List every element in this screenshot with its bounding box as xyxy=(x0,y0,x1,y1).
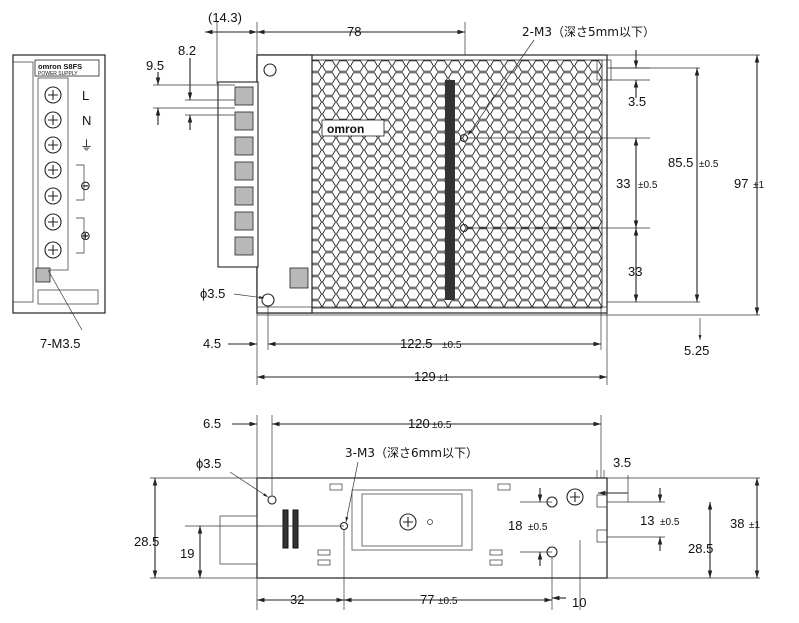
terminal-label-ground: ⏚ xyxy=(80,138,93,153)
side-m3-hole-top xyxy=(459,133,469,143)
terminal-screw xyxy=(44,111,62,129)
dim-120: 120 xyxy=(408,416,430,431)
side-led xyxy=(289,267,309,289)
terminal-screw xyxy=(44,187,62,205)
bottom-mount-note: 3-M3（深さ6mm以下） xyxy=(345,446,478,460)
terminal-screw xyxy=(44,213,62,231)
dim-33-b: 33 xyxy=(628,264,642,279)
side-rib xyxy=(445,80,455,300)
terminal-screws xyxy=(44,86,62,259)
bottom-dim-10: 10 xyxy=(572,595,586,610)
front-view: omron S8FS POWER SUPPLY L N ⏚ ⊖ ⊕ 7-M3.5 xyxy=(12,54,106,351)
bottom-dim-19: 19 xyxy=(180,546,194,561)
side-m3-hole-bottom xyxy=(459,223,469,233)
terminal-label-plus: ⊕ xyxy=(80,228,91,243)
bottom-dim-phi: ϕ3.5 xyxy=(196,456,221,471)
terminal-label-n: N xyxy=(82,113,91,128)
dim-129: 129 xyxy=(414,369,436,384)
screw-leader xyxy=(47,269,83,331)
tol-77: ±0.5 xyxy=(438,596,458,607)
front-led xyxy=(35,267,51,283)
bottom-dim-3-5: 3.5 xyxy=(613,455,631,470)
terminal-screw xyxy=(44,161,62,179)
tol-129: ±1 xyxy=(438,373,449,384)
terminal-screw xyxy=(44,241,62,259)
bottom-housing xyxy=(256,477,608,579)
side-dim-phi: ϕ3.5 xyxy=(200,286,225,301)
tol-13: ±0.5 xyxy=(660,517,680,528)
dim-4-5: 4.5 xyxy=(203,336,221,351)
front-brand: omron S8FS xyxy=(38,62,82,71)
dim-14-3: (14.3) xyxy=(208,10,242,25)
bottom-dim-28-5-right: 28.5 xyxy=(688,541,713,556)
side-top-screw xyxy=(263,63,277,77)
dim-5-25: 5.25 xyxy=(684,343,709,358)
tol-120: ±0.5 xyxy=(432,420,452,431)
bottom-bracket xyxy=(351,489,473,551)
bottom-dim-32: 32 xyxy=(290,592,304,607)
bottom-slot-left xyxy=(282,509,289,549)
bottom-dim-13: 13 xyxy=(640,513,654,528)
bottom-dim-77: 77 xyxy=(420,592,434,607)
front-side-rail xyxy=(12,61,34,303)
tol-97: ±1 xyxy=(753,180,764,191)
tol-85-5: ±0.5 xyxy=(699,159,719,170)
tol-33-a: ±0.5 xyxy=(638,180,658,191)
terminal-label-minus: ⊖ xyxy=(80,178,91,193)
terminal-block xyxy=(37,77,69,271)
bottom-ground-screw xyxy=(566,488,584,506)
terminal-screw xyxy=(44,136,62,154)
bottom-dim-38: 38 xyxy=(730,516,744,531)
side-brand: omron xyxy=(327,122,364,136)
bottom-small-slots xyxy=(317,483,511,566)
terminal-label-l: L xyxy=(82,88,89,103)
tol-38: ±1 xyxy=(749,520,760,531)
dim-6-5: 6.5 xyxy=(203,416,221,431)
bottom-dim-28-5-left: 28.5 xyxy=(134,534,159,549)
side-brand-plate xyxy=(321,119,385,137)
dim-97: 97 xyxy=(734,176,748,191)
bottom-clip-bottom xyxy=(596,529,608,543)
front-foot xyxy=(37,289,99,305)
side-terminal-slots xyxy=(234,86,254,256)
front-housing xyxy=(12,54,106,314)
bottom-terminal-stub xyxy=(219,515,258,565)
dim-8-2: 8.2 xyxy=(178,43,196,58)
side-dim-3-5: 3.5 xyxy=(628,94,646,109)
dim-33-a: 33 xyxy=(616,176,630,191)
tol-18: ±0.5 xyxy=(528,522,548,533)
front-brand-plate xyxy=(34,59,100,77)
bottom-slot-right xyxy=(292,509,299,549)
terminal-screw xyxy=(44,86,62,104)
side-vent-grille xyxy=(311,59,603,309)
bottom-dim-18: 18 xyxy=(508,518,522,533)
dim-78: 78 xyxy=(347,24,361,39)
front-screw-callout: 7-M3.5 xyxy=(40,336,80,351)
bottom-view: 6.5 120 ±0.5 ϕ3.5 3-M3（深さ6mm以下） 3.5 28.5… xyxy=(134,415,760,610)
tol-122-5: ±0.5 xyxy=(442,340,462,351)
front-sub: POWER SUPPLY xyxy=(38,71,78,77)
bottom-bracket-screw xyxy=(399,513,417,531)
side-mount-note: 2-M3（深さ5mm以下） xyxy=(522,25,655,39)
side-view: omron (14.3) 78 8.2 9.5 xyxy=(146,10,764,385)
dim-9-5: 9.5 xyxy=(146,58,164,73)
dim-122-5: 122.5 xyxy=(400,336,433,351)
dim-85-5: 85.5 xyxy=(668,155,693,170)
side-base-flange xyxy=(256,306,608,316)
